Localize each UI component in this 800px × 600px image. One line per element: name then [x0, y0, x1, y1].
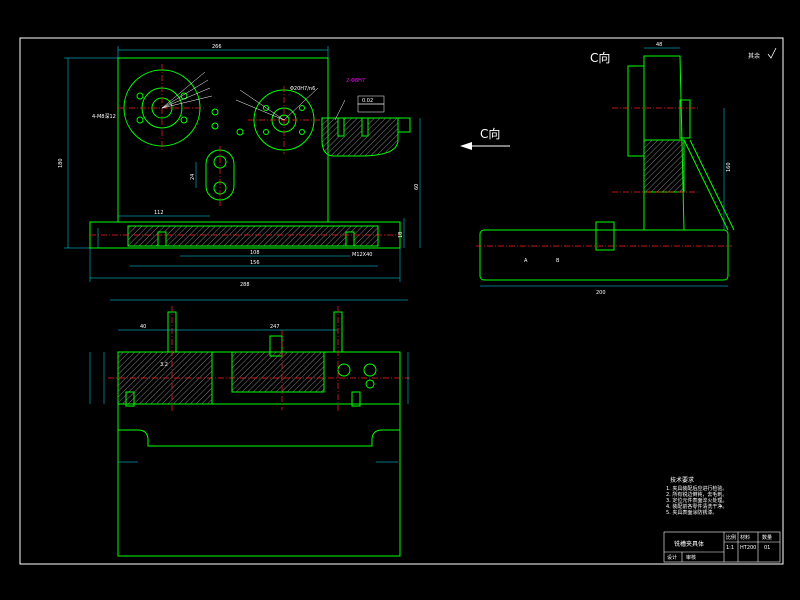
roughness-value: 3.2: [160, 362, 168, 368]
tech-item-2: 2. 所有锐边倒钝，去毛刺。: [666, 491, 727, 498]
dim-h-b: 24: [190, 174, 196, 180]
sheet-border: [19, 37, 784, 565]
c-view: [479, 55, 735, 281]
front-view-dim-texts: 266 288 180 112 156 108 60 18 24 4-M8深12…: [58, 44, 420, 288]
dim-c-width: 48: [656, 42, 662, 48]
title-block-name: 铣槽夹具体: [674, 540, 704, 548]
c-view-dim-texts: 48 200 160 A B: [524, 42, 732, 296]
dim-top-width: 266: [212, 44, 222, 50]
note-bolt-callout: M12X40: [352, 252, 372, 258]
title-block-texts: 铣槽夹具体 比例 材料 数量 1:1 HT200 01 设计 审核: [667, 534, 772, 561]
title-block-material: HT200: [740, 545, 756, 551]
c-view-title: C向: [590, 50, 610, 65]
title-block-design-label: 设计: [667, 554, 677, 561]
note-hole-callout: 4-M8深12: [92, 113, 116, 120]
dim-len-d: 247: [270, 324, 280, 330]
title-block: [663, 531, 781, 563]
dim-h-c: 60: [414, 184, 420, 190]
dim-c-base: 200: [596, 290, 606, 296]
front-view-leaders: [161, 71, 346, 121]
dim-len-a: 112: [154, 210, 164, 216]
dim-left-height: 180: [58, 158, 64, 168]
front-view-dims: [64, 46, 421, 282]
c-view-arrow-label: C向: [480, 126, 500, 141]
plan-view-dim-texts: 247 40 3.2: [140, 324, 280, 368]
title-block-scale: 1:1: [726, 545, 734, 551]
plan-view-centerlines: [108, 306, 410, 412]
front-view: [89, 57, 411, 249]
title-block-check-label: 审核: [686, 554, 696, 561]
tech-item-5: 5. 夹具表面涂防锈漆。: [666, 509, 717, 516]
title-block-scale-label: 比例: [726, 534, 736, 541]
note-tol-callout: 0.02: [362, 98, 373, 104]
dim-len-e: 40: [140, 324, 146, 330]
plan-view: [117, 311, 401, 557]
note-fit-callout: Φ20H7/n6: [290, 86, 315, 92]
note-pin-callout: 2-Φ8H7: [346, 78, 365, 84]
tolerance-frame: 0.02 2-Φ8H7: [346, 78, 385, 113]
ref-b-label: B: [556, 258, 560, 264]
c-view-dims: [480, 47, 728, 287]
ref-a-label: A: [524, 258, 528, 264]
title-block-qty-label: 数量: [762, 534, 772, 541]
tech-title: 技术要求: [670, 476, 694, 484]
dim-overall-width: 288: [240, 282, 250, 288]
roughness-check-icon: [767, 47, 777, 59]
dim-len-b: 156: [250, 260, 260, 266]
corner-mark: 其余: [748, 47, 777, 60]
c-view-centerlines: [476, 107, 732, 247]
title-block-material-label: 材料: [740, 534, 750, 541]
dim-c-height: 160: [726, 162, 732, 172]
tech-item-3: 3. 定位元件表面淬火处理。: [666, 497, 727, 504]
dim-h-a: 18: [398, 232, 404, 238]
corner-mark-text: 其余: [748, 52, 760, 60]
c-view-arrow: C向: [460, 126, 510, 150]
plan-view-dims: [89, 299, 409, 463]
title-block-qty: 01: [764, 545, 770, 551]
tech-item-4: 4. 装配前各零件清洗干净。: [666, 503, 727, 510]
dim-len-c: 108: [250, 250, 260, 256]
tech-item-1: 1. 夹具装配后应进行检验。: [666, 485, 727, 492]
tech-requirements: 技术要求 1. 夹具装配后应进行检验。 2. 所有锐边倒钝，去毛刺。 3. 定位…: [666, 476, 727, 516]
